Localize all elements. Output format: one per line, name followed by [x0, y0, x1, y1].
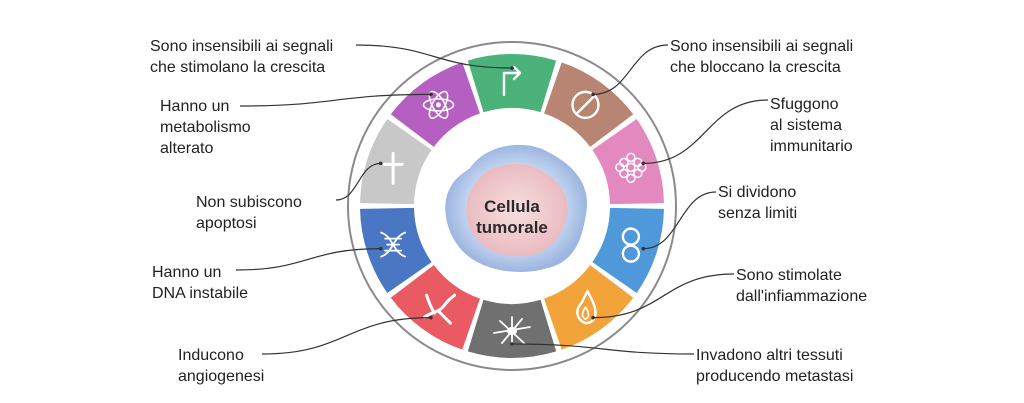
label-metastasis: Invadono altri tessuti producendo metast… [696, 347, 854, 385]
invasion-icon [493, 316, 531, 346]
leader-line-inflammation [593, 273, 735, 319]
label-dna: Hanno un DNA instabile [152, 264, 249, 302]
leader-line-metabolism [239, 93, 431, 107]
label-limitless: Si dividono senza limiti [718, 184, 798, 222]
segment-antigrowth [544, 62, 634, 147]
segment-apoptosis [360, 119, 432, 205]
dna-icon [380, 231, 407, 258]
leader-dot-apoptosis [378, 161, 383, 166]
blood-vessel-icon [423, 293, 457, 325]
center-label-line-1: Cellula [484, 197, 540, 216]
label-apoptosis: Non subiscono apoptosi [196, 194, 302, 232]
cross-icon [382, 151, 404, 185]
segment-inflammation [544, 265, 634, 350]
leader-dot-metastasis [510, 342, 514, 346]
cell-body [466, 164, 568, 257]
flag-arrow-icon [502, 65, 522, 97]
label-immune-evasion: Sfuggono al sistema immunitario [770, 96, 853, 155]
leader-dot-antigrowth [591, 92, 595, 97]
label-metabolism: Hanno un metabolismo alterato [160, 98, 251, 157]
segment-metabolism [390, 62, 480, 147]
leader-line-dna [235, 248, 381, 271]
leader-dot-metabolism [429, 92, 433, 97]
leader-dot-angiogenesis [429, 315, 433, 320]
leader-line-antigrowth [593, 44, 669, 95]
label-angiogenesis: Inducono angiogenesi [178, 347, 265, 385]
segment-angiogenesis [390, 265, 480, 350]
prohibited-icon [571, 90, 600, 120]
segment-limitless [592, 207, 664, 293]
dividing-cell-icon [621, 227, 641, 263]
tumor-cell [445, 144, 588, 272]
segment-growth-signals [467, 54, 557, 113]
leader-line-immune-evasion [643, 99, 769, 164]
leader-line-metastasis [511, 343, 695, 355]
leader-dot-inflammation [591, 315, 595, 320]
label-antigrowth: Sono insensibili ai segnali che bloccano… [670, 38, 854, 76]
center-label-line-2: tumorale [476, 218, 548, 237]
leader-line-apoptosis [335, 162, 381, 201]
center-label: Cellula tumorale [452, 196, 572, 238]
leader-line-growth-signals [355, 44, 513, 69]
label-inflammation: Sono stimolate dall'infiammazione [736, 267, 868, 305]
leader-dot-limitless [641, 246, 646, 251]
leader-line-angiogenesis [261, 317, 431, 355]
leader-line-limitless [643, 191, 717, 250]
leader-dot-dna [378, 246, 383, 251]
leader-dot-immune-evasion [641, 161, 646, 166]
label-growth-signals: Sono insensibili ai segnali che stimolan… [150, 38, 334, 76]
leader-dot-growth-signals [510, 66, 514, 70]
atom-icon [422, 90, 455, 120]
